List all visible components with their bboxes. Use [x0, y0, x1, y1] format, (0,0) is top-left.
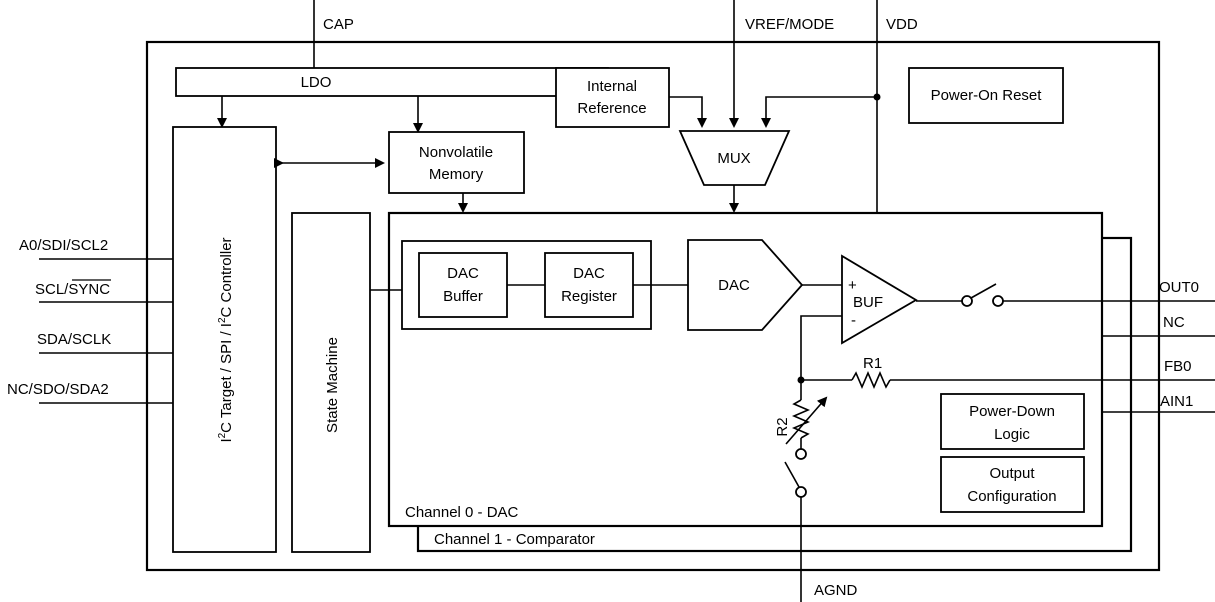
dac-register-label-line2: Register — [561, 288, 617, 305]
dac-buffer-label-line2: Buffer — [443, 288, 483, 305]
internal-reference-box — [555, 67, 670, 128]
ldo-label: LDO — [301, 74, 332, 91]
state-machine-box — [291, 212, 371, 553]
dac-buffer-box — [418, 252, 508, 318]
ref-to-mux-wire — [669, 96, 707, 128]
nc-label: NC — [1163, 314, 1185, 331]
power-on-reset-label: Power-On Reset — [931, 87, 1043, 104]
r2-label: R2 — [774, 417, 791, 436]
power-down-logic-box — [940, 393, 1085, 450]
nvm-label-line1: Nonvolatile — [419, 144, 493, 161]
vref-mode-label: VREF/MODE — [745, 16, 834, 33]
nc-sdo-label: NC/SDO/SDA2 — [7, 381, 109, 398]
nvm-label-line2: Memory — [429, 166, 484, 183]
out-switch-blade — [970, 283, 997, 299]
nvm-box — [388, 131, 525, 194]
buf-plus: + — [848, 277, 857, 294]
vdd-to-mux-wire — [761, 96, 877, 128]
channel0-label: Channel 0 - DAC — [405, 504, 519, 521]
output-configuration-line1: Output — [989, 465, 1035, 482]
out-switch-pole — [961, 295, 973, 307]
out-switch-throw — [992, 295, 1004, 307]
feedback-wire — [800, 315, 842, 380]
dac-register-label-line1: DAC — [573, 265, 605, 282]
gnd-switch-bottom — [795, 486, 807, 498]
internal-reference-line2: Reference — [577, 100, 646, 117]
output-configuration-box — [940, 456, 1085, 513]
ldo-box — [175, 67, 609, 97]
out0-label: OUT0 — [1159, 279, 1199, 296]
a0-label: A0/SDI/SCL2 — [19, 237, 108, 254]
fb0-label: FB0 — [1164, 358, 1192, 375]
mux-block — [678, 130, 791, 186]
ain1-label: AIN1 — [1160, 393, 1193, 410]
vdd-node — [873, 93, 881, 101]
r2-variable-arrow — [785, 396, 828, 445]
power-down-logic-line2: Logic — [994, 426, 1030, 443]
dac-register-box — [544, 252, 634, 318]
power-on-reset-box — [908, 67, 1064, 124]
mux-label: MUX — [717, 150, 750, 167]
power-down-logic-line1: Power-Down — [969, 403, 1055, 420]
r1-label: R1 — [863, 355, 882, 372]
dac-buffer-label-line1: DAC — [447, 265, 479, 282]
buf-label: BUF — [853, 294, 883, 311]
state-machine-label: State Machine — [324, 337, 341, 433]
cap-label: CAP — [323, 16, 354, 33]
agnd-label: AGND — [814, 582, 858, 599]
gnd-switch-top — [795, 448, 807, 460]
r2-resistor — [791, 399, 811, 439]
internal-reference-line1: Internal — [587, 78, 637, 95]
buf-minus: - — [851, 312, 856, 329]
buf-amplifier — [841, 254, 918, 345]
interface-block — [172, 126, 277, 553]
scl-label: SCL/SYNC — [35, 281, 110, 298]
sda-label: SDA/SCLK — [37, 331, 111, 348]
dac-block — [687, 239, 804, 331]
gnd-switch-blade — [784, 461, 800, 488]
r1-resistor — [851, 370, 891, 390]
interface-label: I2C Target / SPI / I2C Controller — [217, 237, 235, 442]
channel1-label: Channel 1 - Comparator — [434, 531, 595, 548]
vdd-label: VDD — [886, 16, 918, 33]
dac-label: DAC — [718, 277, 750, 294]
output-configuration-line2: Configuration — [967, 488, 1056, 505]
